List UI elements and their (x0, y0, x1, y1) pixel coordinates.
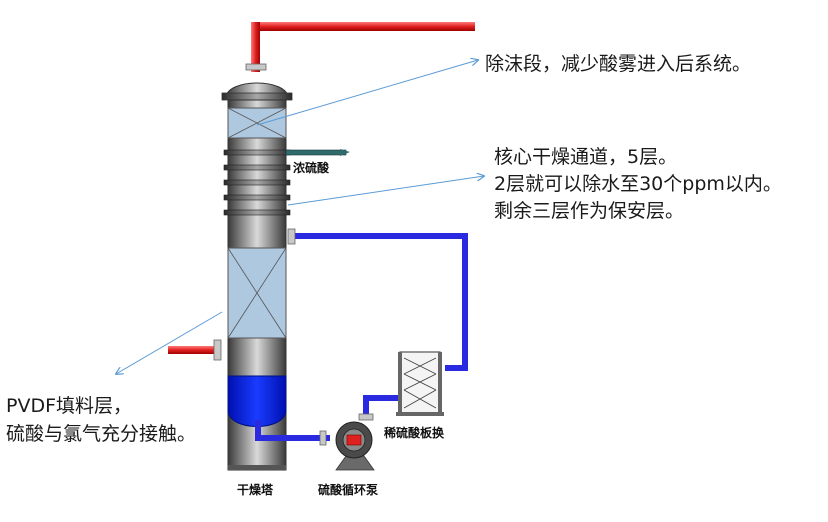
gas-outlet-pipe (245, 22, 475, 72)
core-annotation-line3: 剩余三层作为保安层。 (494, 200, 684, 222)
drying-trays (223, 149, 291, 216)
concentrated-acid-label: 浓硫酸 (293, 160, 330, 175)
acid-liquid (227, 375, 287, 427)
packing-annotation-line1: PVDF填料层， (6, 395, 132, 417)
packing-annotation-line2: 硫酸与氯气充分接触。 (6, 423, 196, 445)
packing-arrow (116, 311, 223, 374)
drying-tower (221, 82, 293, 471)
demister-packing (227, 107, 287, 139)
demister-arrow (256, 60, 478, 126)
gas-inlet-pipe (168, 339, 222, 361)
core-annotation-line1: 核心干燥通道，5层。 (494, 146, 677, 168)
circulation-pump-label: 硫酸循环泵 (318, 482, 378, 497)
core-annotation-line2: 2层就可以除水至30个ppm以内。 (494, 173, 782, 195)
drying-tower-label: 干燥塔 (237, 482, 274, 497)
plate-heat-exchanger (396, 351, 444, 416)
plate-exchanger-label: 稀硫酸板换 (384, 425, 445, 440)
demister-annotation: 除沫段，减少酸雾进入后系统。 (485, 53, 751, 75)
pipe-flanges (287, 228, 374, 446)
core-arrow (287, 176, 484, 206)
circulation-pump (335, 421, 375, 471)
pvdf-packing (227, 247, 287, 339)
annotation-leader-lines (116, 60, 484, 374)
concentrated-acid-inlet (285, 149, 350, 156)
acid-circulation-pipe (255, 233, 468, 441)
